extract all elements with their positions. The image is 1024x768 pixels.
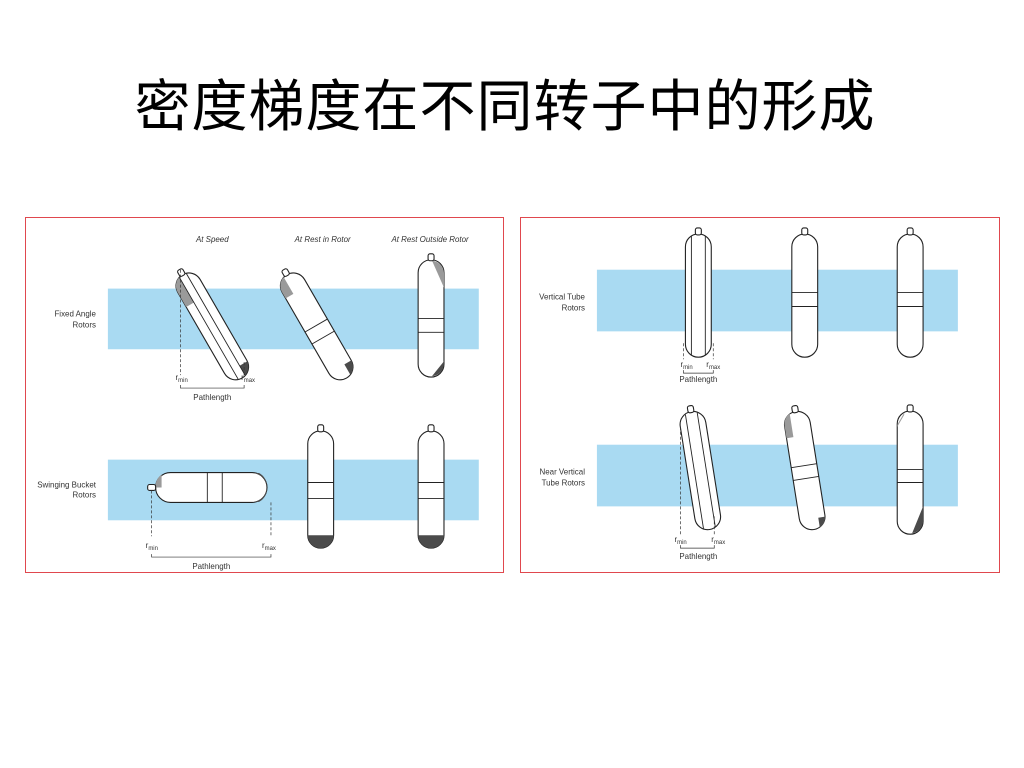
tube-vertical-at-rest-in-rotor (791, 227, 819, 358)
pathlength-label-vertical: Pathlength (679, 375, 717, 384)
pathlength-label-row1: Pathlength (193, 393, 231, 402)
header-at-rest-in-rotor: At Rest in Rotor (294, 235, 351, 244)
row-label-vertical-tube-line2: Rotors (562, 303, 585, 312)
rmin-label-row1: rmin (176, 373, 188, 384)
pathlength-label-row2: Pathlength (192, 562, 230, 571)
row-label-near-vertical-line1: Near Vertical (540, 468, 586, 477)
rmax-label-row1: rmax (241, 373, 255, 384)
pathlength-bracket-row2 (151, 554, 272, 558)
right-diagram: Vertical Tube Rotors Near Vertical Tube … (539, 227, 958, 561)
pathlength-bracket-near-vertical (680, 545, 715, 549)
pathlength-label-near-vertical: Pathlength (679, 552, 717, 561)
rmax-label-row2: rmax (262, 541, 276, 552)
tube-near-vertical-at-speed (679, 405, 722, 531)
tube-swinging-bucket-at-rest-in-rotor (307, 424, 335, 549)
rmax-label-vertical: rmax (706, 360, 720, 371)
tube-vertical-at-rest-outside-rotor (896, 227, 924, 358)
row-label-swinging-bucket-line2: Rotors (73, 490, 96, 499)
tube-fixed-angle-at-speed (175, 268, 250, 381)
row-label-vertical-tube-line1: Vertical Tube (539, 293, 585, 302)
tube-swinging-bucket-at-speed (147, 472, 268, 503)
right-diagram-panel: Vertical Tube Rotors Near Vertical Tube … (520, 217, 1000, 573)
row-label-near-vertical-line2: Tube Rotors (542, 478, 585, 487)
row-label-fixed-angle-line2: Rotors (73, 320, 96, 329)
slide-title: 密度梯度在不同转子中的形成 (134, 75, 876, 140)
row-label-swinging-bucket-line1: Swinging Bucket (37, 480, 96, 489)
header-at-rest-outside-rotor: At Rest Outside Rotor (390, 235, 469, 244)
pathlength-bracket-row1 (180, 385, 245, 389)
left-diagram: At Speed At Rest in Rotor At Rest Outsid… (37, 235, 479, 571)
header-at-speed: At Speed (195, 235, 229, 244)
rmax-label-near-vertical: rmax (711, 535, 725, 546)
left-diagram-panel: At Speed At Rest in Rotor At Rest Outsid… (25, 217, 504, 573)
tube-near-vertical-at-rest-outside-rotor (896, 404, 924, 535)
tube-fixed-angle-at-rest-in-rotor (279, 268, 354, 381)
tube-swinging-bucket-at-rest-outside-rotor (417, 424, 445, 549)
tube-fixed-angle-at-rest-outside-rotor (417, 253, 445, 378)
tube-near-vertical-at-rest-in-rotor (783, 405, 826, 531)
rmin-label-near-vertical: rmin (674, 535, 686, 546)
tube-vertical-at-speed (684, 227, 712, 358)
rmin-label-row2: rmin (146, 541, 158, 552)
pathlength-bracket-vertical (683, 370, 714, 374)
rmin-label-vertical: rmin (680, 360, 692, 371)
row-label-fixed-angle-line1: Fixed Angle (54, 309, 96, 318)
